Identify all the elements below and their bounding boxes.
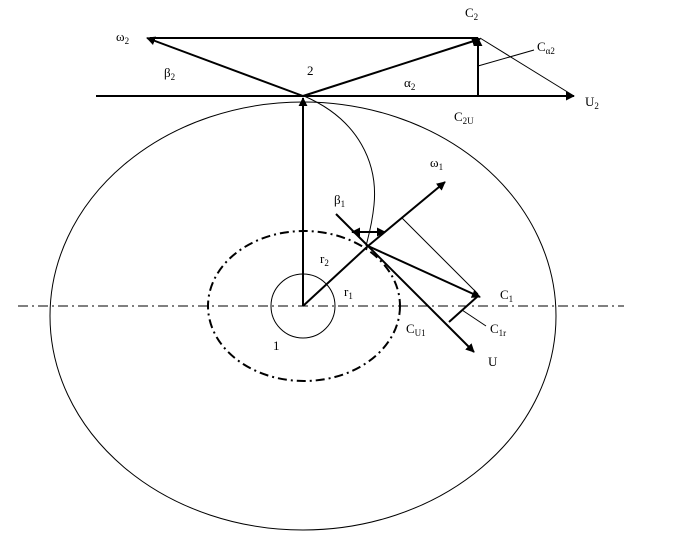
ca2-leader [477, 49, 535, 67]
blade-curve [303, 95, 376, 247]
label-c2u: C2U [454, 109, 474, 126]
label-c2: C2 [465, 5, 478, 22]
label-c1r: C1r [490, 321, 506, 338]
label-alpha2: α2 [404, 75, 415, 92]
label-r1: r1 [344, 284, 353, 301]
c1r-leader [461, 309, 487, 327]
omega1-arrow [367, 181, 446, 247]
c2-u2-line [479, 37, 575, 97]
u-arrow [335, 213, 475, 353]
c1-thin-line [401, 217, 479, 295]
c1r-segment [448, 295, 479, 323]
label-omega1: ω1 [430, 155, 443, 172]
label-point2: 2 [307, 63, 314, 78]
label-u2: U2 [585, 94, 599, 111]
label-cu1: CU1 [406, 321, 426, 338]
label-c1: C1 [500, 287, 513, 304]
c2-arrow [302, 37, 481, 97]
label-beta2: β2 [164, 65, 175, 82]
c1-arrow [367, 245, 481, 298]
label-point1: 1 [273, 338, 280, 353]
label-beta1: β1 [334, 192, 345, 209]
label-ca2: Cα2 [537, 39, 555, 56]
label-u: U [488, 354, 498, 369]
label-omega2: ω2 [116, 29, 129, 46]
omega2-arrow [146, 36, 304, 97]
label-r2: r2 [320, 251, 329, 268]
r1-radius-line [302, 245, 369, 307]
